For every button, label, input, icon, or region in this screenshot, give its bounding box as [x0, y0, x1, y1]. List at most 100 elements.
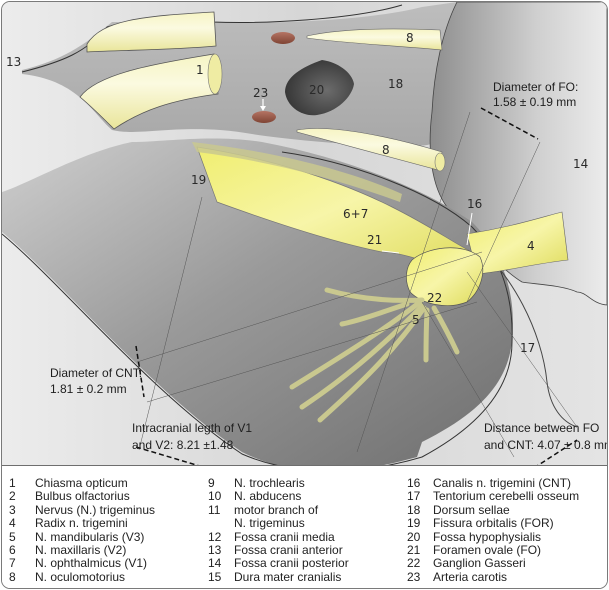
- legend-num: 14: [208, 556, 222, 571]
- legend-label: Ganglion Gasseri: [433, 556, 526, 571]
- legend-label: N. maxillaris (V2): [35, 542, 127, 557]
- label-21: 21: [367, 233, 382, 247]
- label-20: 20: [309, 83, 324, 97]
- legend-num: 13: [208, 542, 222, 557]
- legend-item: 2 Bulbus olfactorius: [9, 489, 155, 504]
- legend-divider: [2, 465, 607, 466]
- legend-label: Bulbus olfactorius: [35, 489, 130, 504]
- legend-item: 7 N. ophthalmicus (V1): [9, 556, 155, 571]
- label-1: 1: [196, 63, 204, 77]
- artery-carotis-bottom: [252, 111, 276, 123]
- legend-item: 15 Dura mater cranialis: [208, 569, 349, 584]
- legend-label: Fossa cranii media: [234, 529, 335, 544]
- legend-num: 15: [208, 569, 222, 584]
- legend-item: 5 N. mandibularis (V3): [9, 529, 155, 544]
- fo-cnt-distance-line1: Distance between FO: [484, 421, 599, 435]
- label-17: 17: [520, 341, 535, 355]
- legend-item: 1 Chiasma opticum: [9, 476, 155, 490]
- nerve-oculomotor-top: [306, 28, 443, 51]
- legend-num: 21: [407, 542, 421, 557]
- legend-label: motor branch of: [234, 502, 319, 517]
- legend-column-1: 1 Chiasma opticum 2 Bulbus olfactorius 3 Ne…: [9, 476, 156, 584]
- nerve-olfactory: [86, 11, 217, 53]
- label-18: 18: [388, 77, 403, 91]
- legend-num: 8: [9, 569, 16, 584]
- label-22: 22: [427, 291, 442, 305]
- legend-label: Nervus (N.) trigeminus: [35, 502, 156, 517]
- legend-item: 6 N. maxillaris (V2): [9, 542, 155, 557]
- legend-item: 20 Fossa hypophysialis: [407, 529, 579, 544]
- legend-num: 3: [9, 502, 16, 517]
- label-5: 5: [412, 313, 420, 327]
- legend-num: 12: [208, 529, 222, 544]
- legend-num: 16: [407, 476, 421, 490]
- bar-cnt-diameter: [135, 345, 145, 398]
- label-6-7: 6+7: [343, 207, 368, 221]
- legend-num: 18: [407, 502, 421, 517]
- legend-num: [208, 517, 234, 530]
- legend-item: 12 Fossa cranii media: [208, 529, 349, 544]
- fossa-hypophysialis: [285, 60, 354, 116]
- cnt-diameter-line1: Diameter of CNT:: [50, 366, 142, 380]
- label-14: 14: [573, 157, 588, 171]
- legend-num: 17: [407, 489, 421, 504]
- arrow-16: [466, 212, 473, 246]
- label-4: 4: [527, 239, 535, 253]
- legend-num: 10: [208, 489, 222, 504]
- nerve-radix: [466, 211, 569, 275]
- legend-num: 7: [9, 556, 16, 571]
- legend-num: 6: [9, 542, 16, 557]
- nerve-mandibular-branches: [289, 287, 460, 423]
- legend-num: 5: [9, 529, 16, 544]
- intracranial-length-line1: Intracranial legth of V1: [132, 421, 252, 435]
- legend-label: Chiasma opticum: [35, 476, 128, 490]
- measurement-bars: [135, 107, 578, 465]
- legend-num: 1: [9, 476, 16, 490]
- legend-label: Foramen ovale (FO): [433, 542, 542, 557]
- legend-label: N. trigeminus: [234, 516, 305, 531]
- legend-label: Fossa hypophysialis: [433, 529, 542, 544]
- label-8-top: 8: [406, 31, 414, 45]
- legend-item: 3 Nervus (N.) trigeminus: [9, 502, 156, 517]
- legend-item: 22 Ganglion Gasseri: [407, 556, 579, 571]
- nerve-v1-upper: [192, 142, 402, 202]
- fo-diameter-line2: 1.58 ± 0.19 mm: [493, 95, 576, 109]
- arrow-21: [381, 250, 400, 254]
- label-16: 16: [467, 197, 482, 211]
- legend-label: Fissura orbitalis (FOR): [433, 516, 554, 531]
- carotis-arrow-head: [260, 106, 266, 111]
- bar-fo-diameter: [480, 107, 539, 140]
- intracranial-length-line2: and V2: 8.21 ±1.48: [132, 438, 234, 452]
- label-23: 23: [253, 86, 268, 100]
- nerve-chiasma: [79, 53, 219, 130]
- legend-label: N. abducens: [234, 489, 302, 504]
- legend-item: 14 Fossa cranii posterior: [208, 556, 349, 571]
- label-13: 13: [6, 55, 21, 69]
- legend-label: N. mandibularis (V3): [35, 529, 145, 544]
- legend: 1 Chiasma opticum 2 Bulbus olfactorius 3 Ne…: [2, 466, 607, 588]
- legend-num: 20: [407, 529, 421, 544]
- legend-num: 4: [9, 516, 16, 531]
- legend-num: 2: [9, 489, 16, 504]
- legend-num: 22: [407, 556, 421, 571]
- legend-num: 9: [208, 476, 215, 490]
- chiasma-cut-end: [207, 53, 223, 95]
- legend-label: Fossa cranii posterior: [234, 556, 349, 571]
- fo-cnt-distance-line2: and CNT: 4.07 ± 0.8 mm: [484, 438, 607, 452]
- legend-label: Dura mater cranialis: [234, 569, 342, 584]
- legend-item: 21 Foramen ovale (FO): [407, 542, 579, 557]
- artery-carotis-top: [271, 32, 295, 44]
- legend-label: N. ophthalmicus (V1): [35, 556, 148, 571]
- measurement-guides: [136, 111, 578, 458]
- legend-label: Tentorium cerebelli osseum: [433, 489, 580, 504]
- oculomotor-cut-end: [434, 152, 446, 172]
